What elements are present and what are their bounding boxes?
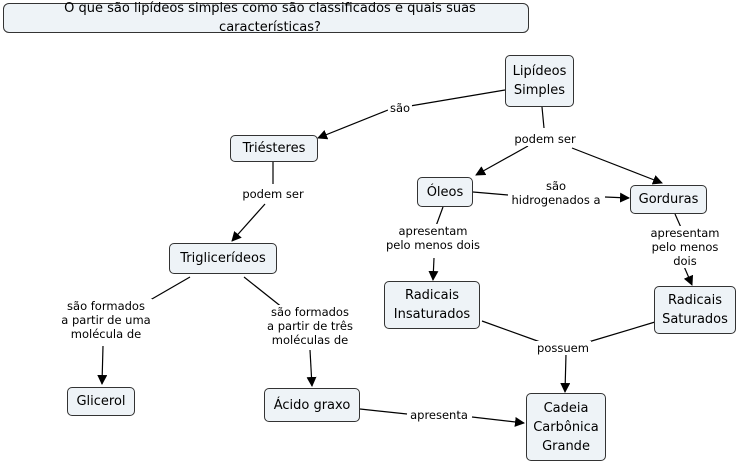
link-label-podem-ser-triesteres: podem ser	[240, 187, 306, 201]
node-radicais-saturados[interactable]: Radicais Saturados	[654, 286, 736, 334]
node-glicerol[interactable]: Glicerol	[67, 387, 135, 416]
link-label-podem-ser: podem ser	[512, 132, 578, 146]
edge-podemser-oleos	[475, 145, 529, 176]
edge-acido-apresenta	[359, 408, 408, 415]
link-label-apresentam-oleos: apresentam pelo menos dois	[383, 224, 483, 252]
node-lipideos-simples[interactable]: Lipídeos Simples	[505, 55, 574, 107]
edge-triglicerideos-formados-uma	[144, 276, 191, 304]
edge-lipideos-podemser	[541, 106, 545, 129]
edge-formados-uma-glicerol	[97, 345, 108, 385]
link-label-sao: são	[387, 101, 413, 115]
node-cadeia-carbonica-grande[interactable]: Cadeia Carbônica Grande	[526, 393, 606, 461]
edge-oleos-apresentam	[435, 206, 444, 227]
link-label-sao-hidrogenados: são hidrogenados a	[509, 179, 603, 207]
edge-apresenta-cadeia	[471, 416, 525, 427]
edge-saturados-possuem	[584, 321, 656, 344]
edge-hidrogenados-gorduras	[604, 192, 630, 203]
node-radicais-insaturados[interactable]: Radicais Insaturados	[384, 281, 480, 329]
edge-oleos-hidrogenados	[472, 191, 509, 196]
node-triglicerideos[interactable]: Triglicerídeos	[169, 243, 277, 274]
node-gorduras[interactable]: Gorduras	[630, 185, 707, 214]
edge-lipideos-sao	[409, 89, 506, 107]
edge-insaturados-possuem	[481, 320, 544, 344]
edge-triglicerideos-formados-tres	[243, 276, 284, 309]
edge-sao-triesteres	[317, 109, 389, 140]
edge-podemser-triglicerideos	[231, 203, 266, 242]
link-label-possuem: possuem	[535, 341, 591, 355]
node-oleos[interactable]: Óleos	[417, 177, 473, 207]
edge-podemser-gorduras	[571, 147, 663, 185]
node-acido-graxo[interactable]: Ácido graxo	[264, 388, 360, 422]
edge-apresentam-insaturados	[428, 257, 439, 281]
edge-formados-tres-acido	[306, 349, 317, 387]
link-label-formados-tres: são formados a partir de três moléculas …	[265, 305, 355, 347]
link-label-formados-uma: são formados a partir de uma molécula de	[59, 299, 153, 341]
link-label-apresenta: apresenta	[408, 408, 470, 422]
node-triesteres[interactable]: Triésteres	[230, 135, 318, 162]
question-box: O que são lipídeos simples como são clas…	[3, 1, 529, 35]
edge-possuem-cadeia	[560, 353, 571, 393]
link-label-apresentam-gorduras: apresentam pelo menos dois	[648, 226, 722, 268]
